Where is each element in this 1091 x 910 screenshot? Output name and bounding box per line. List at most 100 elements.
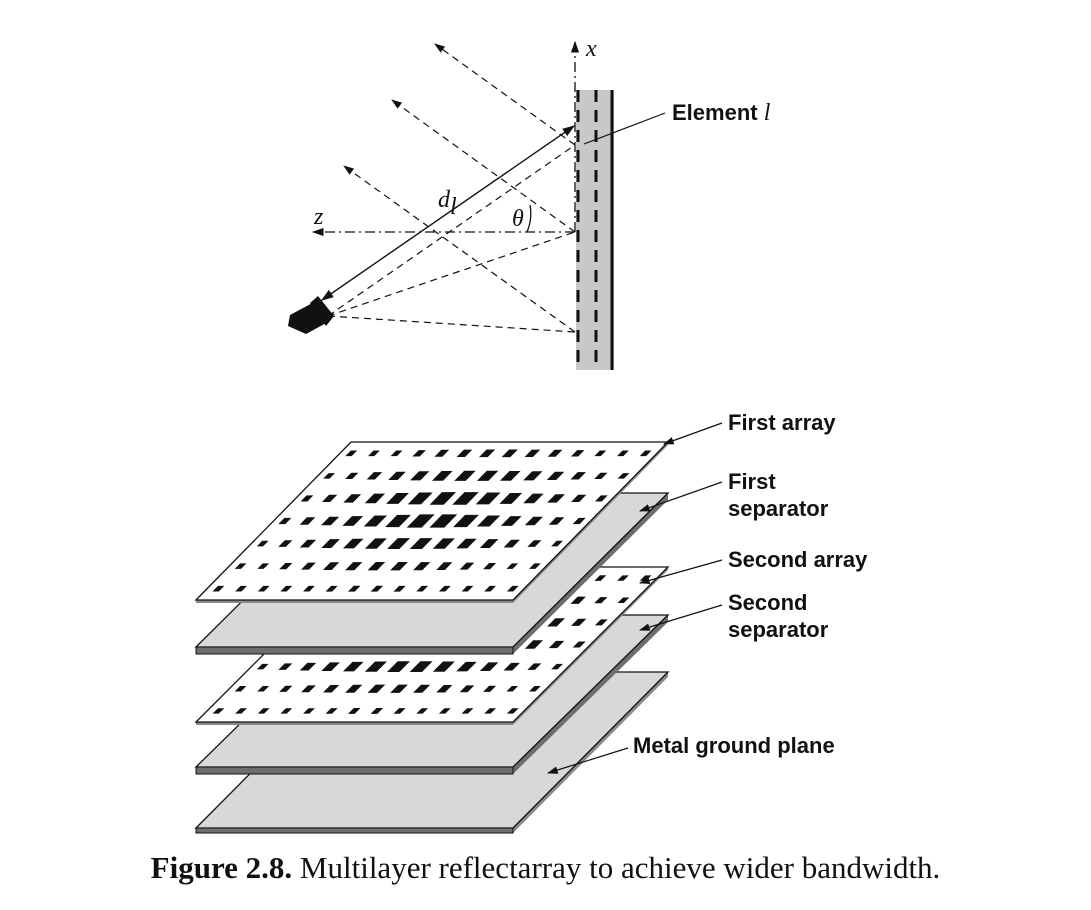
array-patch: [257, 686, 270, 692]
array-patch: [456, 661, 477, 672]
array-patch: [452, 492, 479, 505]
array-patch: [571, 618, 587, 626]
array-patch: [434, 449, 450, 457]
array-patch: [484, 708, 497, 714]
array-patch: [527, 540, 542, 547]
array-patch: [413, 684, 431, 693]
reflected-ray-1: [434, 43, 576, 146]
array-patch: [484, 585, 497, 592]
distance-label: dl: [438, 187, 457, 220]
array-patch: [429, 492, 457, 505]
array-patch: [572, 517, 586, 525]
array-patch: [321, 662, 340, 671]
array-patch: [279, 685, 293, 692]
array-patch: [483, 563, 497, 570]
x-axis-label: x: [585, 36, 597, 62]
second-array-label: Second array: [728, 547, 868, 572]
figure-caption-text: Multilayer reflectarray to achieve wider…: [299, 850, 941, 885]
array-patch: [234, 686, 247, 692]
ground-plane-leader: [546, 747, 629, 774]
array-patch: [547, 618, 565, 627]
array-patch: [363, 515, 388, 527]
array-patch: [594, 472, 608, 480]
array-patch: [617, 575, 629, 581]
array-patch: [617, 597, 630, 603]
array-patch: [256, 663, 269, 670]
array-patch: [366, 472, 383, 480]
feed-horn-icon: [288, 296, 334, 334]
array-patch: [407, 492, 433, 505]
layer-stack: First array First separator Second array…: [194, 410, 868, 834]
array-patch: [410, 471, 430, 481]
array-patch: [347, 708, 361, 714]
array-patch: [370, 585, 384, 592]
incident-ray-bottom: [327, 315, 576, 333]
array-patch: [572, 641, 586, 648]
array-patch: [278, 663, 293, 670]
array-patch: [393, 708, 406, 714]
array-patch: [323, 685, 340, 693]
array-patch: [479, 662, 499, 671]
array-patch: [527, 663, 542, 670]
array-patch: [523, 493, 544, 504]
array-patch: [547, 494, 565, 503]
array-patch: [364, 661, 387, 672]
first-array-label: First array: [728, 410, 836, 435]
reflectarray-geometry: x z θ dl Element l: [288, 36, 771, 370]
array-patch: [323, 562, 340, 570]
array-patch: [301, 685, 316, 693]
array-patch: [278, 517, 292, 525]
array-patch: [256, 540, 269, 547]
array-patch: [279, 563, 293, 570]
array-patch: [524, 516, 543, 526]
array-patch: [235, 585, 247, 592]
array-patch: [370, 708, 384, 714]
array-patch: [594, 450, 607, 457]
array-patch: [325, 708, 338, 714]
array-patch: [345, 472, 359, 480]
array-patch: [547, 449, 563, 457]
array-patch: [409, 538, 433, 550]
array-patch: [387, 538, 411, 550]
array-patch: [570, 450, 585, 457]
array-patch: [345, 684, 363, 693]
array-patch: [412, 450, 426, 457]
array-patch: [393, 585, 406, 592]
array-patch: [416, 708, 429, 714]
array-patch: [506, 585, 519, 592]
array-patch: [212, 585, 225, 592]
array-patch: [617, 450, 629, 457]
array-patch: [570, 472, 586, 480]
array-patch: [499, 493, 523, 504]
array-patch: [594, 597, 608, 604]
array-patch: [280, 708, 293, 714]
array-patch: [413, 562, 431, 571]
array-patch: [432, 661, 455, 672]
array-patch: [571, 494, 587, 503]
first-array-leader: [662, 422, 723, 445]
array-patch: [343, 494, 362, 503]
array-patch: [385, 514, 411, 528]
array-patch: [453, 514, 479, 528]
array-patch: [524, 449, 541, 458]
array-patch: [347, 585, 361, 592]
array-patch: [390, 450, 403, 457]
array-patch: [461, 708, 474, 714]
array-patch: [431, 470, 453, 481]
array-patch: [345, 450, 358, 457]
array-patch: [503, 662, 520, 671]
array-patch: [299, 662, 317, 671]
array-patch: [617, 473, 630, 479]
array-patch: [503, 539, 520, 548]
array-patch: [459, 685, 475, 693]
array-patch: [323, 473, 336, 479]
array-patch: [501, 449, 518, 458]
array-patch: [454, 470, 476, 481]
array-patch: [432, 538, 455, 549]
array-patch: [257, 708, 270, 714]
theta-arc: [526, 204, 532, 233]
array-patch: [416, 585, 429, 592]
array-patch: [528, 686, 541, 692]
array-patch: [409, 661, 433, 672]
